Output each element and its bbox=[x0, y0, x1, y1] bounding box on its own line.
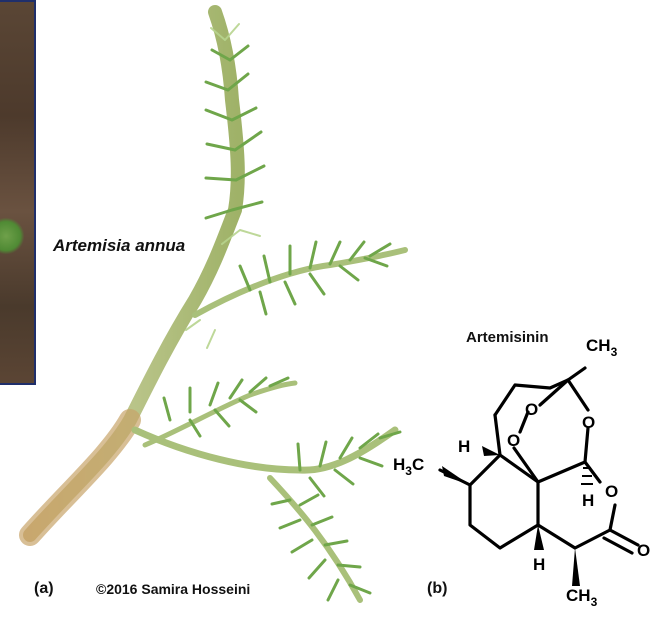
atom-ch3-top: CH3 bbox=[586, 336, 618, 359]
atom-o-lactone: O bbox=[605, 482, 618, 501]
wedge-bond-left bbox=[442, 466, 470, 485]
hash-bond bbox=[581, 467, 593, 485]
atom-ch3-bottom: CH3 bbox=[566, 586, 598, 609]
atom-h3c-left: H3C bbox=[393, 455, 424, 478]
atom-h-lower: H bbox=[533, 555, 545, 574]
panel-tag-a: (a) bbox=[34, 580, 54, 597]
atom-o-peroxide-1: O bbox=[525, 400, 538, 419]
compound-name: Artemisinin bbox=[466, 329, 549, 346]
wedge-bond-lower-h bbox=[534, 525, 544, 550]
plant-photo-thumbnail bbox=[0, 0, 36, 385]
panel-tag-b: (b) bbox=[427, 580, 448, 597]
photo-leaf bbox=[0, 217, 24, 255]
wedge-bond-bottom bbox=[572, 548, 580, 586]
atom-o-carbonyl: O bbox=[637, 541, 650, 560]
atom-h-upper: H bbox=[458, 437, 470, 456]
wedge-bond-upper-h bbox=[482, 446, 500, 456]
atom-o-ring: O bbox=[582, 413, 595, 432]
atom-o-peroxide-2: O bbox=[507, 431, 520, 450]
species-name: Artemisia annua bbox=[53, 236, 186, 255]
atom-h-wedge: H bbox=[582, 491, 594, 510]
copyright-notice: ©2016 Samira Hosseini bbox=[96, 581, 251, 597]
